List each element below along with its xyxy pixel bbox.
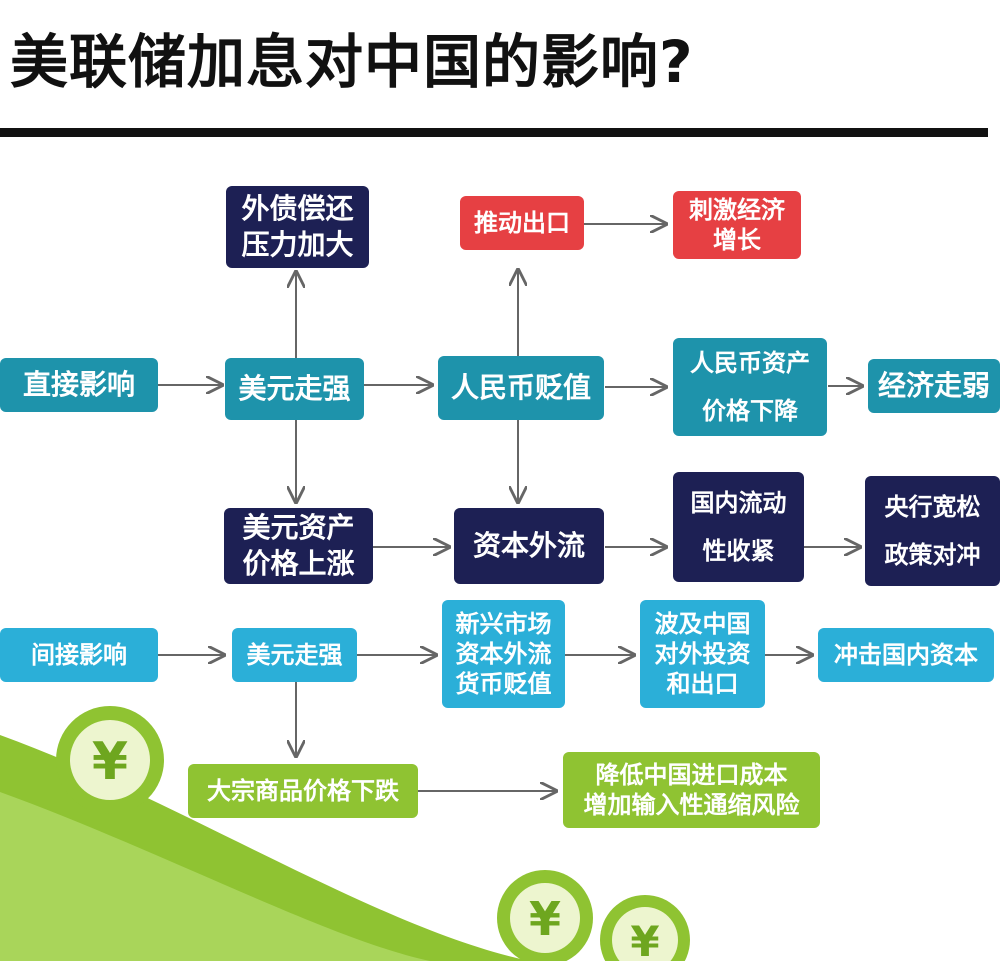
node-push-export: 推动出口 [460,196,584,250]
node-rmb-asset-fall: 人民币资产 价格下降 [673,338,827,436]
node-affect-china: 波及中国 对外投资 和出口 [640,600,765,708]
node-economy-weaken: 经济走弱 [868,359,1000,413]
svg-text:¥: ¥ [630,917,659,961]
coin-icon-3: ¥ [600,895,690,961]
node-direct-impact: 直接影响 [0,358,158,412]
title-divider [0,128,988,137]
coin-icon-2: ¥ [497,870,593,961]
node-usd-strengthen-2: 美元走强 [232,628,357,682]
node-usd-asset-rise: 美元资产 价格上涨 [224,508,373,584]
node-emerging-markets: 新兴市场 资本外流 货币贬值 [442,600,565,708]
node-debt-pressure: 外债偿还 压力加大 [226,186,369,268]
node-import-cost: 降低中国进口成本 增加输入性通缩风险 [563,752,820,828]
node-commodity-fall: 大宗商品价格下跌 [188,764,418,818]
node-rmb-devalue: 人民币贬值 [438,356,604,420]
svg-text:¥: ¥ [92,732,128,792]
node-indirect-impact: 间接影响 [0,628,158,682]
page-title: 美联储加息对中国的影响? [10,28,694,96]
green-swoosh-light [0,792,430,961]
node-usd-strengthen: 美元走强 [225,358,364,420]
coin-icon-1: ¥ [56,706,164,814]
node-stimulate-growth: 刺激经济 增长 [673,191,801,259]
node-capital-outflow: 资本外流 [454,508,604,584]
node-impact-capital: 冲击国内资本 [818,628,994,682]
node-liquidity-tighten: 国内流动 性收紧 [673,472,804,582]
svg-text:¥: ¥ [529,892,561,946]
node-central-bank-hedge: 央行宽松 政策对冲 [865,476,1000,586]
